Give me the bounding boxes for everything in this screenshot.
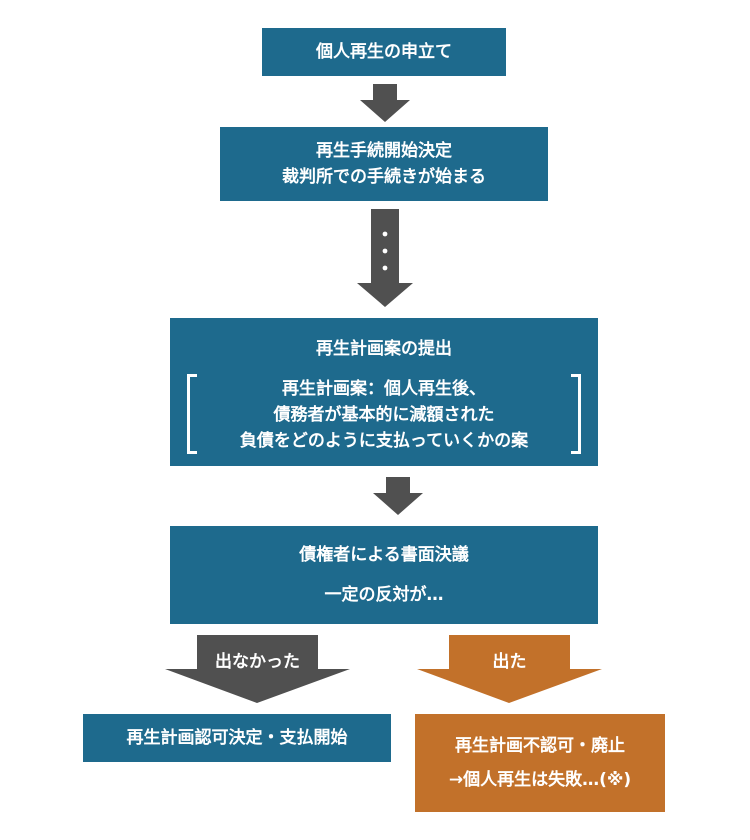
ellipsis-dot-2 [382,248,388,254]
plan-definition-line3: 負債をどのように支払っていくかの案 [239,431,529,451]
plan-definition-line1: 再生計画案：個人再生後、 [282,379,486,399]
result-rejected-box: 再生計画不認可・廃止 →個人再生は失敗…(※) [415,714,665,812]
branch-arrow-objection [417,635,602,703]
step-creditor-vote-line1: 債権者による書面決議 [299,545,469,565]
result-rejected-line1: 再生計画不認可・廃止 [455,736,625,756]
result-approved-box: 再生計画認可決定・支払開始 [83,714,391,762]
step-plan-submission-title: 再生計画案の提出 [316,339,452,359]
branch-label-no-objection: 出なかった [215,652,300,672]
branch-arrow-no-objection [165,635,350,703]
ellipsis-dot-3 [382,265,388,271]
branch-label-objection: 出た [492,652,527,672]
step-plan-submission-box: 再生計画案の提出 再生計画案：個人再生後、 債務者が基本的に減額された 負債をど… [170,318,598,466]
step-apply-label: 個人再生の申立て [316,42,452,62]
ellipsis-dot-1 [382,231,388,237]
down-arrow-dotted [357,209,413,307]
result-rejected-line2: →個人再生は失敗…(※) [448,770,632,790]
step-start-decision-box: 再生手続開始決定 裁判所での手続きが始まる [220,127,548,201]
down-arrow-1 [360,84,410,122]
result-approved-label: 再生計画認可決定・支払開始 [126,728,348,748]
step-start-decision-line2: 裁判所での手続きが始まる [282,167,486,187]
bracket-right [571,374,581,454]
bracket-left [187,374,197,454]
plan-definition: 再生計画案：個人再生後、 債務者が基本的に減額された 負債をどのように支払ってい… [240,376,528,454]
step-apply-box: 個人再生の申立て [262,28,506,76]
plan-definition-line2: 債務者が基本的に減額された [273,405,495,425]
step-creditor-vote-line2: 一定の反対が… [324,585,444,605]
step-start-decision-line1: 再生手続開始決定 [316,141,452,161]
down-arrow-3 [373,477,423,515]
step-creditor-vote-box: 債権者による書面決議 一定の反対が… [170,526,598,624]
